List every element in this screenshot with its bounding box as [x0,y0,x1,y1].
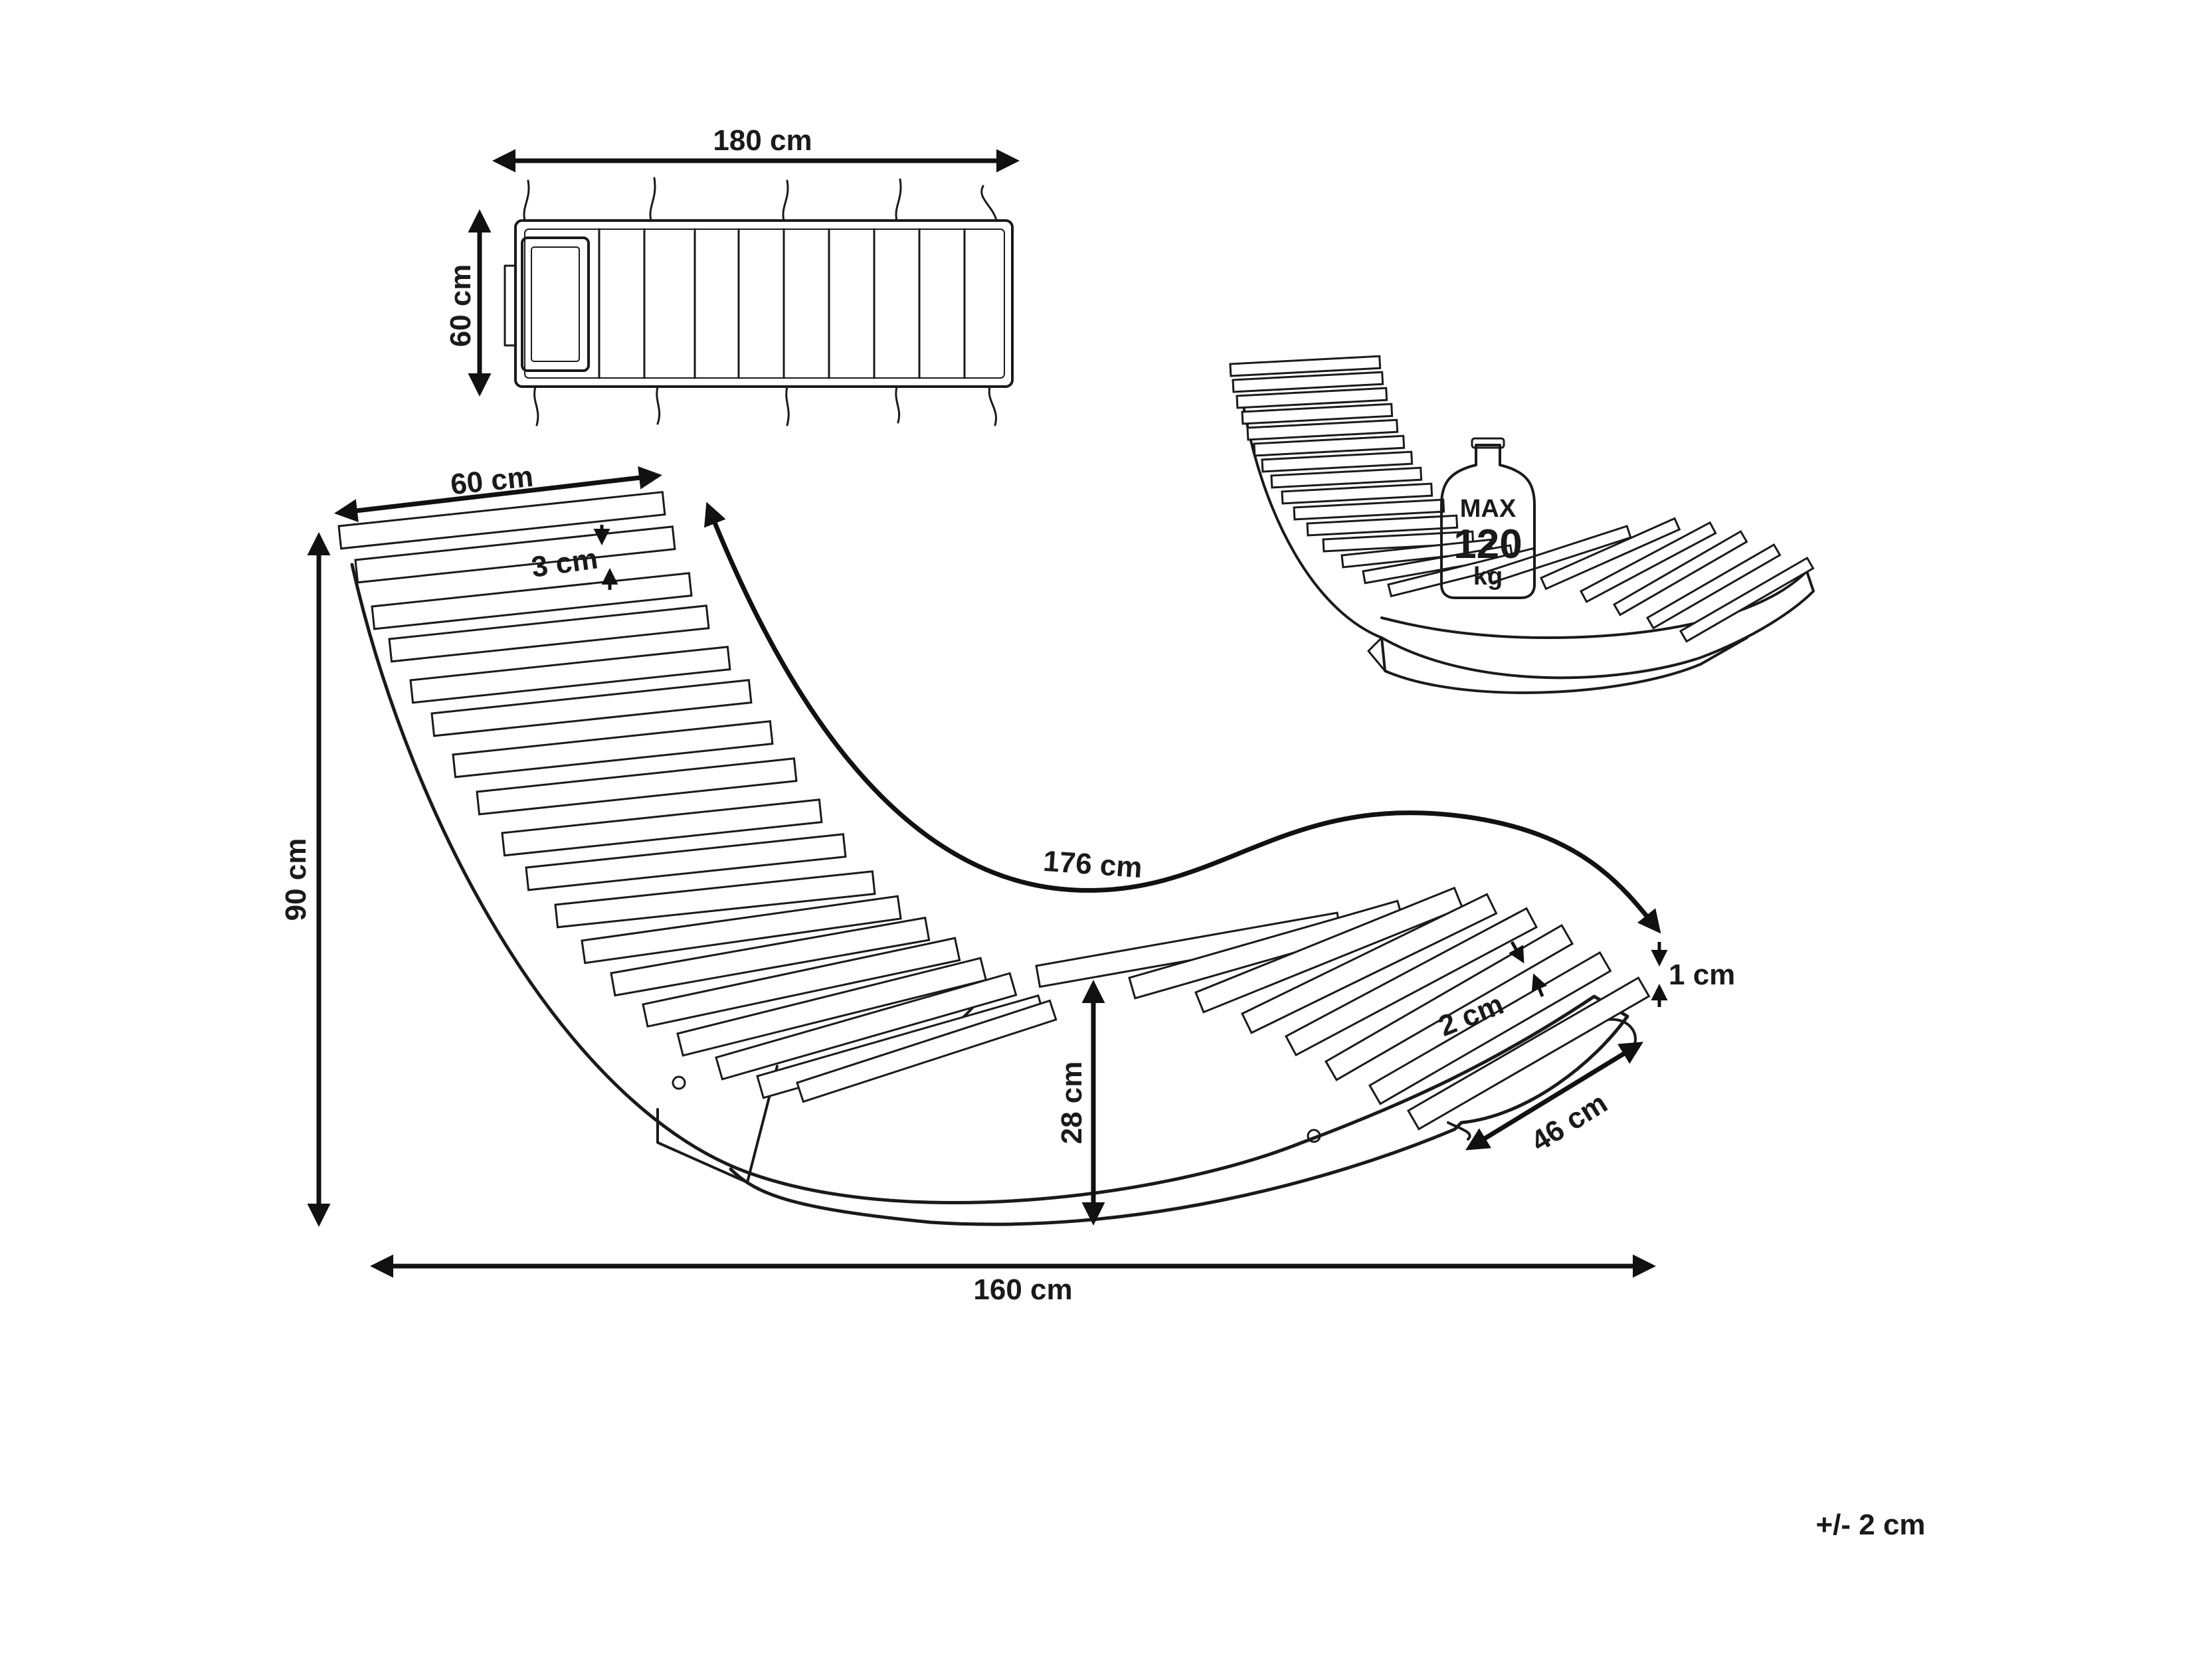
frame-bolt-right [1307,1129,1321,1143]
slat-width-dimension [334,466,662,523]
overall-length-label: 160 cm [973,1273,1072,1306]
gap-label: 1 cm [1669,959,1735,991]
height-label: 90 cm [280,838,312,921]
weight-max-text: MAX [1460,495,1517,523]
curve-length-dimension [704,502,1661,934]
cushion-channels [598,228,966,379]
lounger-perspective-view: MAX 120 kg [1229,355,1815,694]
cushion-length-label: 180 cm [713,124,812,157]
cushion-width-label: 60 cm [444,264,477,347]
cushion-top-view: 180 cm 60 cm [444,124,1020,426]
cushion-pillow [521,236,590,372]
weight-value-text: 120 [1453,521,1522,567]
cushion-outline [514,219,1014,388]
tolerance-note: +/- 2 cm [1815,1509,1925,1541]
frame-bolt-left [672,1075,686,1090]
back-slats [337,491,1058,1103]
base-width-dimension [1465,1042,1643,1151]
cushion-ties [504,177,998,426]
cushion-inner-border [524,229,1005,379]
curve-length-label: 176 cm [1042,845,1143,884]
seat-height-label: 28 cm [1056,1062,1088,1145]
slat-width-label: 60 cm [449,460,535,502]
weight-unit-text: kg [1473,563,1503,591]
lounger-side-view: 60 cm 3 cm 90 cm 176 cm 1 cm 2 cm 28 cm … [280,460,1735,1306]
